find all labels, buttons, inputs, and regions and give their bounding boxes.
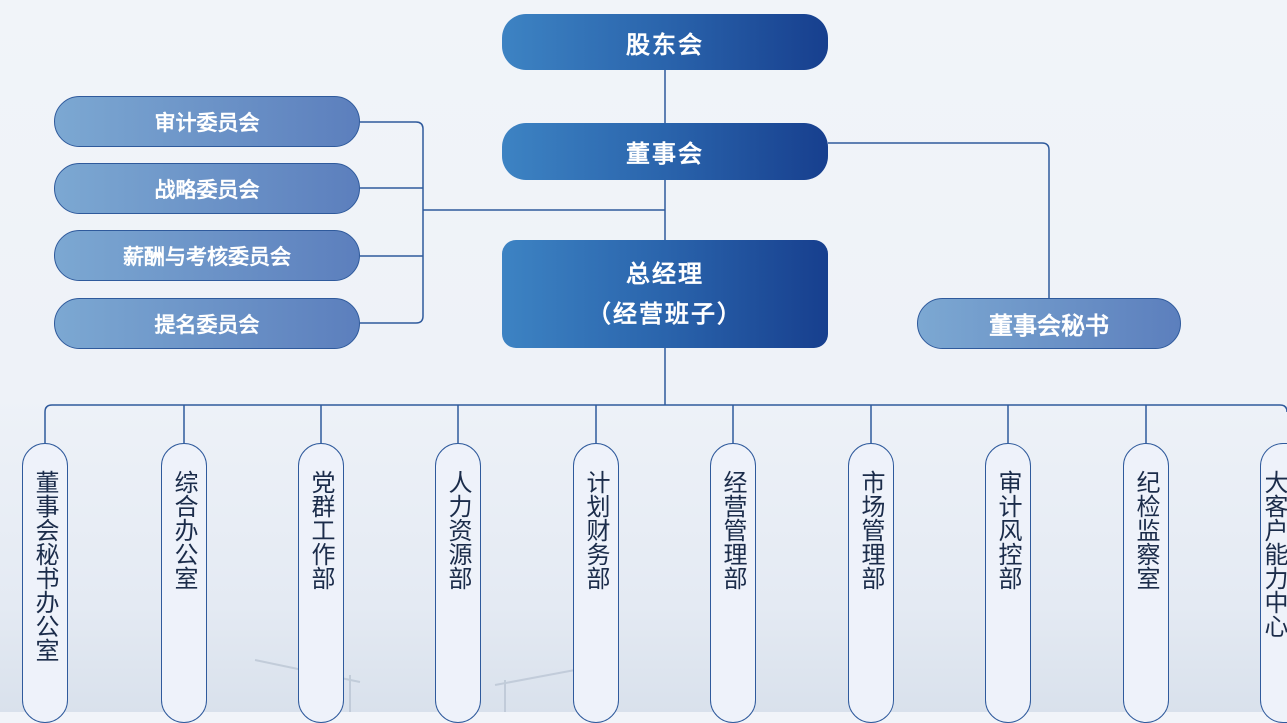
committee-strategy: 战略委员会 bbox=[54, 163, 360, 214]
management-team-label: （经营班子） bbox=[587, 300, 743, 328]
dept-key-account-center: 大客户能力中心 bbox=[1260, 443, 1287, 723]
dept-market-management: 市场管理部 bbox=[848, 443, 894, 723]
general-manager-title: 总经理 bbox=[626, 260, 704, 288]
dept-planning-finance: 计划财务部 bbox=[573, 443, 619, 723]
dept-discipline-inspection: 纪检监察室 bbox=[1123, 443, 1169, 723]
committee-audit: 审计委员会 bbox=[54, 96, 360, 147]
dept-general-office: 综合办公室 bbox=[161, 443, 207, 723]
dept-audit-risk-control: 审计风控部 bbox=[985, 443, 1031, 723]
general-manager-box: 总经理 （经营班子） bbox=[502, 240, 828, 348]
committee-nomination: 提名委员会 bbox=[54, 298, 360, 349]
dept-operations-management: 经营管理部 bbox=[710, 443, 756, 723]
shareholders-meeting-box: 股东会 bbox=[502, 14, 828, 70]
dept-board-secretary-office: 董事会秘书办公室 bbox=[22, 443, 68, 723]
board-of-directors-box: 董事会 bbox=[502, 123, 828, 180]
board-secretary-box: 董事会秘书 bbox=[917, 298, 1181, 349]
committee-remuneration: 薪酬与考核委员会 bbox=[54, 230, 360, 281]
dept-human-resources: 人力资源部 bbox=[435, 443, 481, 723]
dept-party-affairs: 党群工作部 bbox=[298, 443, 344, 723]
